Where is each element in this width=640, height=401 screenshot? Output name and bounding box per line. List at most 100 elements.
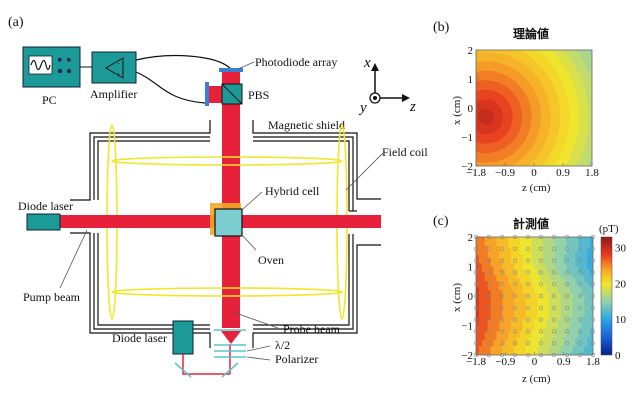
heatmap-cell	[578, 266, 582, 271]
heatmap-cell	[587, 237, 591, 241]
heatmap-cell	[505, 331, 509, 335]
heatmap-cell	[549, 343, 553, 347]
heatmap-cell	[578, 269, 582, 273]
heatmap-cell	[575, 245, 579, 250]
heatmap-cell	[572, 328, 577, 332]
heatmap-cell	[584, 319, 588, 324]
measurement-point	[551, 329, 557, 334]
heatmap-cell	[554, 272, 559, 276]
heatmap-cell	[496, 340, 500, 344]
heatmap-cell	[499, 239, 503, 244]
heatmap-cell	[490, 334, 495, 338]
heatmap-cell	[572, 296, 577, 300]
heatmap-cell	[502, 334, 506, 338]
heatmap-cell	[540, 310, 544, 315]
heatmap-cell	[528, 331, 533, 335]
heatmap-cell	[543, 334, 547, 338]
heatmap-cell	[493, 284, 498, 288]
heatmap-cell	[554, 290, 559, 294]
heatmap-cell	[476, 334, 480, 338]
heatmap-cell	[493, 343, 498, 347]
heatmap-cell	[543, 307, 547, 312]
heatmap-cell	[563, 260, 568, 265]
heatmap-cell	[540, 290, 544, 294]
heatmap-cell	[575, 287, 579, 291]
heatmap-cell	[484, 325, 489, 330]
heatmap-cell	[522, 245, 527, 250]
heatmap-cell	[557, 284, 562, 288]
heatmap-cell	[496, 313, 500, 318]
heatmap-cell	[584, 293, 588, 297]
heatmap-cell	[554, 352, 559, 355]
heatmap-cell	[557, 301, 562, 306]
heatmap-cell	[554, 239, 559, 244]
probe-beam-label: Probe beam	[283, 322, 341, 336]
heatmap-cell	[581, 245, 585, 250]
heatmap-cell	[505, 296, 509, 300]
measurement-point	[577, 317, 583, 322]
heatmap-cell	[476, 352, 480, 355]
heatmap-cell	[534, 313, 539, 318]
heatmap-cell	[554, 319, 559, 324]
heatmap-cell	[543, 290, 547, 294]
heatmap-cell	[584, 245, 588, 250]
heatmap-cell	[516, 301, 521, 306]
measurement-point	[590, 329, 596, 334]
heatmap-cell	[516, 304, 521, 309]
heatmap-cell	[502, 257, 506, 262]
heatmap-cell	[543, 281, 547, 285]
heatmap-cell	[516, 331, 521, 335]
heatmap-cell	[575, 254, 579, 259]
heatmap-cell	[546, 301, 550, 306]
measurement-point	[499, 246, 505, 251]
heatmap-cell	[581, 293, 585, 297]
heatmap-cell	[493, 254, 498, 259]
heatmap-cell	[487, 313, 492, 318]
heatmap-cell	[537, 237, 541, 241]
heatmap-cell	[514, 287, 518, 291]
heatmap-cell	[496, 301, 500, 306]
heatmap-cell	[590, 301, 593, 306]
y-tick-label: 2	[468, 45, 474, 57]
heatmap-cell	[566, 284, 571, 288]
heatmap-cell	[478, 290, 483, 294]
heatmap-cell	[590, 337, 593, 341]
heatmap-cell	[514, 269, 518, 273]
heatmap-cell	[569, 322, 574, 327]
heatmap-cell	[478, 301, 483, 306]
heatmap-cell	[511, 263, 515, 268]
heatmap-cell	[549, 319, 553, 324]
heatmap-cell	[476, 307, 480, 312]
heatmap-cell	[546, 340, 550, 344]
measurement-point	[590, 293, 596, 299]
heatmap-cell	[537, 298, 541, 303]
heatmap-cell	[490, 245, 495, 250]
heatmap-cell	[487, 337, 492, 341]
heatmap-cell	[531, 251, 536, 256]
heatmap-cell	[575, 301, 579, 306]
heatmap-cell	[490, 352, 495, 355]
heatmap-cell	[557, 319, 562, 324]
heatmap-cell	[537, 248, 541, 253]
heatmap-cell	[575, 237, 579, 241]
heatmap-cell	[569, 298, 574, 303]
heatmap-cell	[581, 322, 585, 327]
heatmap-cell	[511, 242, 515, 247]
heatmap-cell	[522, 263, 527, 268]
heatmap-cell	[546, 272, 550, 276]
heatmap-cell	[511, 298, 515, 303]
measurement-point	[538, 329, 544, 334]
heatmap-cell	[481, 287, 486, 291]
heatmap-cell	[522, 287, 527, 291]
heatmap-cell	[519, 313, 524, 318]
heatmap-cell	[578, 304, 582, 309]
heatmap-cell	[502, 316, 506, 321]
heatmap-cell	[514, 301, 518, 306]
heatmap-cell	[508, 284, 512, 288]
heatmap-cell	[557, 266, 562, 271]
heatmap-cell	[493, 337, 498, 341]
colorbar	[600, 236, 613, 356]
heatmap-cell	[584, 269, 588, 273]
heatmap-cell	[534, 307, 539, 312]
heatmap-cell	[522, 298, 527, 303]
